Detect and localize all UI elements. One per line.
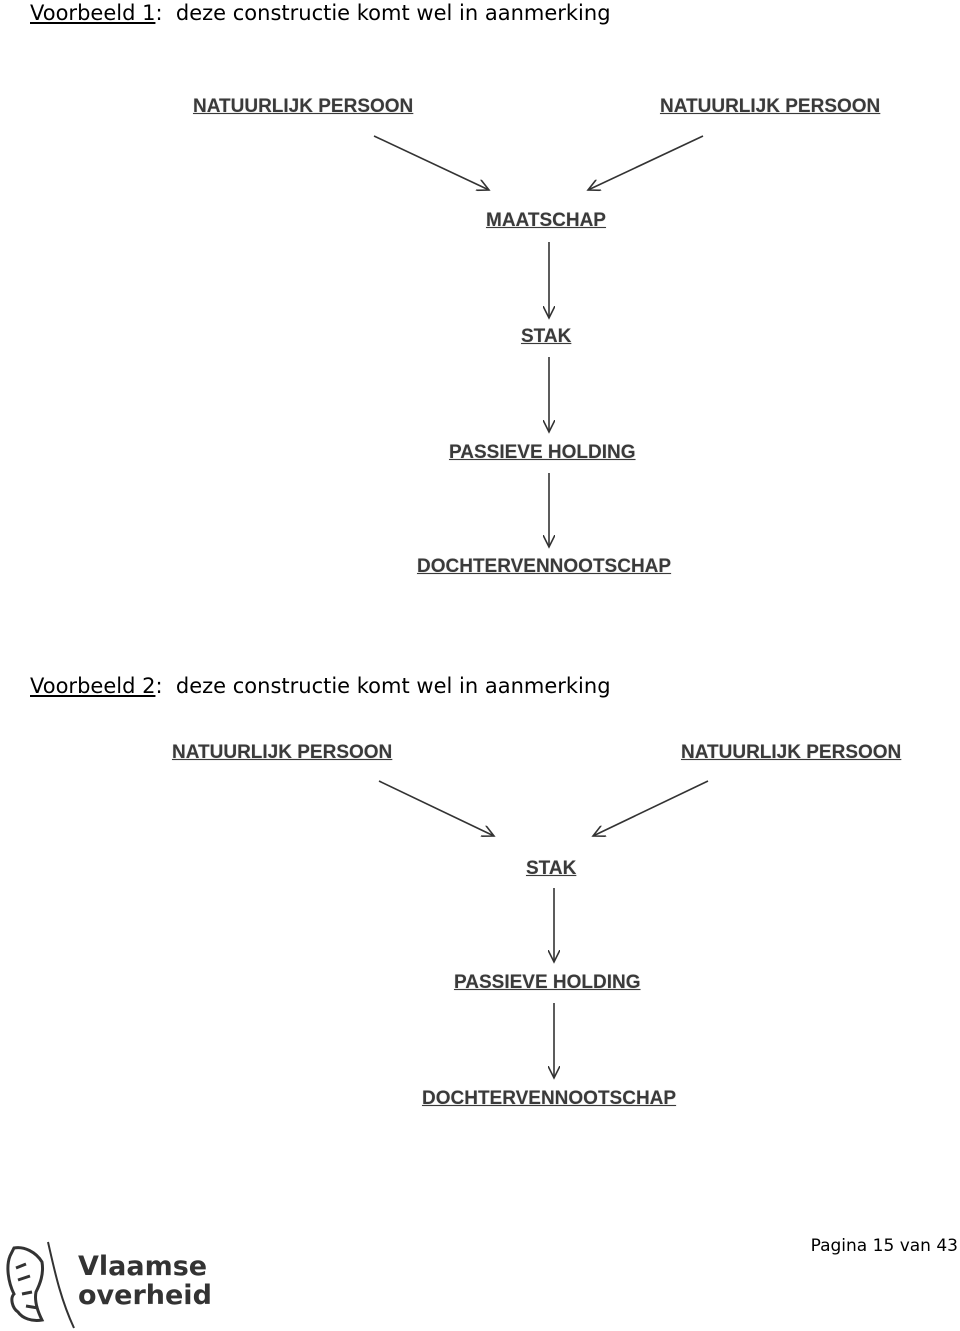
example1-colon: : [155, 1, 163, 25]
example1-label: Voorbeeld 1 [30, 1, 156, 25]
logo-text: Vlaamse overheid [78, 1252, 212, 1310]
ex1-node-stak: STAK [521, 326, 572, 347]
ex1-arrow-right-to-maatschap [588, 135, 704, 190]
ex2-node-person-right: NATUURLIJK PERSOON [681, 742, 902, 763]
logo-line2: overheid [78, 1280, 212, 1311]
page-footer: Pagina 15 van 43 [811, 1236, 958, 1256]
ex2-arrow-right-to-stak [593, 780, 709, 836]
logo-line1: Vlaamse [78, 1251, 208, 1282]
ex1-node-subsidiary: DOCHTERVENNOOTSCHAP [417, 556, 672, 577]
total-pages: 43 [936, 1236, 958, 1256]
example2-colon: : [155, 674, 163, 698]
example1-text: deze constructie komt wel in aanmerking [175, 1, 611, 25]
ex1-node-person-right: NATUURLIJK PERSOON [660, 96, 881, 117]
ex2-node-person-left: NATUURLIJK PERSOON [172, 742, 393, 763]
vlaamse-overheid-lion-logo [6, 1241, 75, 1329]
ex1-node-person-left: NATUURLIJK PERSOON [193, 96, 414, 117]
example2-label: Voorbeeld 2 [30, 674, 156, 698]
of-word: van [899, 1236, 931, 1256]
page-word: Pagina [810, 1236, 868, 1256]
page-number: 15 [872, 1236, 895, 1256]
ex1-arrow-left-to-maatschap [373, 135, 489, 190]
example1-heading: Voorbeeld 1: deze constructie komt wel i… [30, 1, 611, 25]
ex2-arrow-left-to-stak [378, 780, 494, 836]
ex2-node-holding: PASSIEVE HOLDING [454, 972, 641, 993]
ex1-node-maatschap: MAATSCHAP [486, 210, 606, 231]
example2-text: deze constructie komt wel in aanmerking [175, 674, 611, 698]
ex2-node-subsidiary: DOCHTERVENNOOTSCHAP [422, 1088, 677, 1109]
ex2-node-stak: STAK [526, 858, 577, 879]
ex1-node-holding: PASSIEVE HOLDING [449, 442, 636, 463]
example2-heading: Voorbeeld 2: deze constructie komt wel i… [30, 674, 611, 698]
